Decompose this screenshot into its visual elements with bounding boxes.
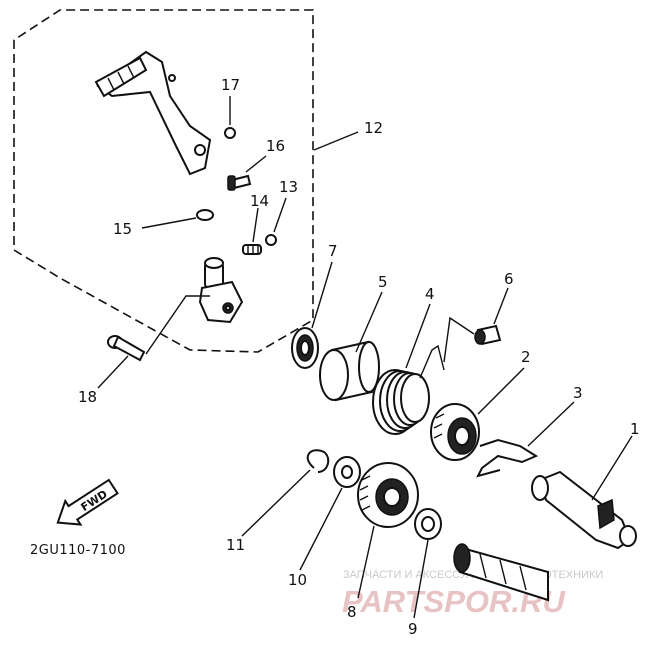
idle-gear-8 — [357, 462, 419, 528]
leader-7 — [311, 261, 333, 329]
part-label-9: 9 — [408, 620, 418, 638]
transmission-shaft — [453, 543, 549, 602]
bolt-18 — [107, 335, 146, 362]
part-label-10: 10 — [288, 571, 307, 589]
part-label-8: 8 — [347, 603, 357, 621]
forward-direction-arrow: FWD — [56, 478, 119, 526]
bolt-18-alignment-line — [145, 295, 210, 355]
kick-crank-assembly-boundary — [13, 9, 314, 353]
part-label-11: 11 — [226, 536, 245, 554]
part-label-4: 4 — [425, 285, 435, 303]
part-label-13: 13 — [279, 178, 298, 196]
leader-4 — [405, 303, 431, 369]
kick-axle-1 — [531, 470, 637, 550]
sleeve-5 — [319, 340, 380, 402]
leader-12 — [313, 131, 359, 151]
leader-5 — [355, 291, 383, 353]
kick-crank-boss — [198, 257, 244, 324]
leader-13 — [273, 197, 287, 233]
leader-8 — [357, 525, 375, 599]
washer-9 — [414, 508, 442, 540]
washer-10 — [333, 456, 361, 488]
part-label-1: 1 — [630, 420, 640, 438]
part-label-17: 17 — [221, 76, 240, 94]
part-label-14: 14 — [250, 192, 269, 210]
torsion-spring-4 — [372, 344, 445, 435]
part-label-2: 2 — [521, 348, 531, 366]
leader-6 — [493, 287, 509, 325]
part-label-3: 3 — [573, 384, 583, 402]
part-label-7: 7 — [328, 242, 338, 260]
bearing-7 — [291, 327, 319, 369]
part-label-16: 16 — [266, 137, 285, 155]
spring-hook-leader — [443, 316, 475, 363]
clip-3 — [476, 438, 539, 478]
part-label-18: 18 — [78, 388, 97, 406]
leader-16 — [245, 155, 267, 173]
leader-11 — [241, 469, 311, 537]
bolt-16 — [227, 174, 252, 191]
leader-15 — [141, 217, 197, 229]
leader-3 — [527, 401, 575, 447]
part-label-5: 5 — [378, 273, 388, 291]
kick-crank-lever — [94, 50, 212, 176]
leader-9 — [413, 539, 429, 619]
part-label-12: 12 — [364, 119, 383, 137]
ball-13 — [265, 234, 277, 246]
part-label-15: 15 — [113, 220, 132, 238]
clip-15 — [196, 209, 214, 221]
leader-1 — [591, 435, 633, 501]
leader-2 — [477, 367, 525, 415]
ball-17 — [224, 127, 236, 139]
spring-guide-6 — [474, 324, 502, 346]
leader-10 — [299, 487, 343, 571]
leader-18 — [97, 355, 129, 389]
leader-14 — [252, 207, 259, 243]
circlip-11 — [306, 449, 330, 473]
part-label-6: 6 — [504, 270, 514, 288]
spring-14 — [242, 244, 262, 255]
diagram-code: 2GU110-7100 — [30, 543, 126, 558]
ratchet-wheel-2 — [430, 403, 480, 461]
